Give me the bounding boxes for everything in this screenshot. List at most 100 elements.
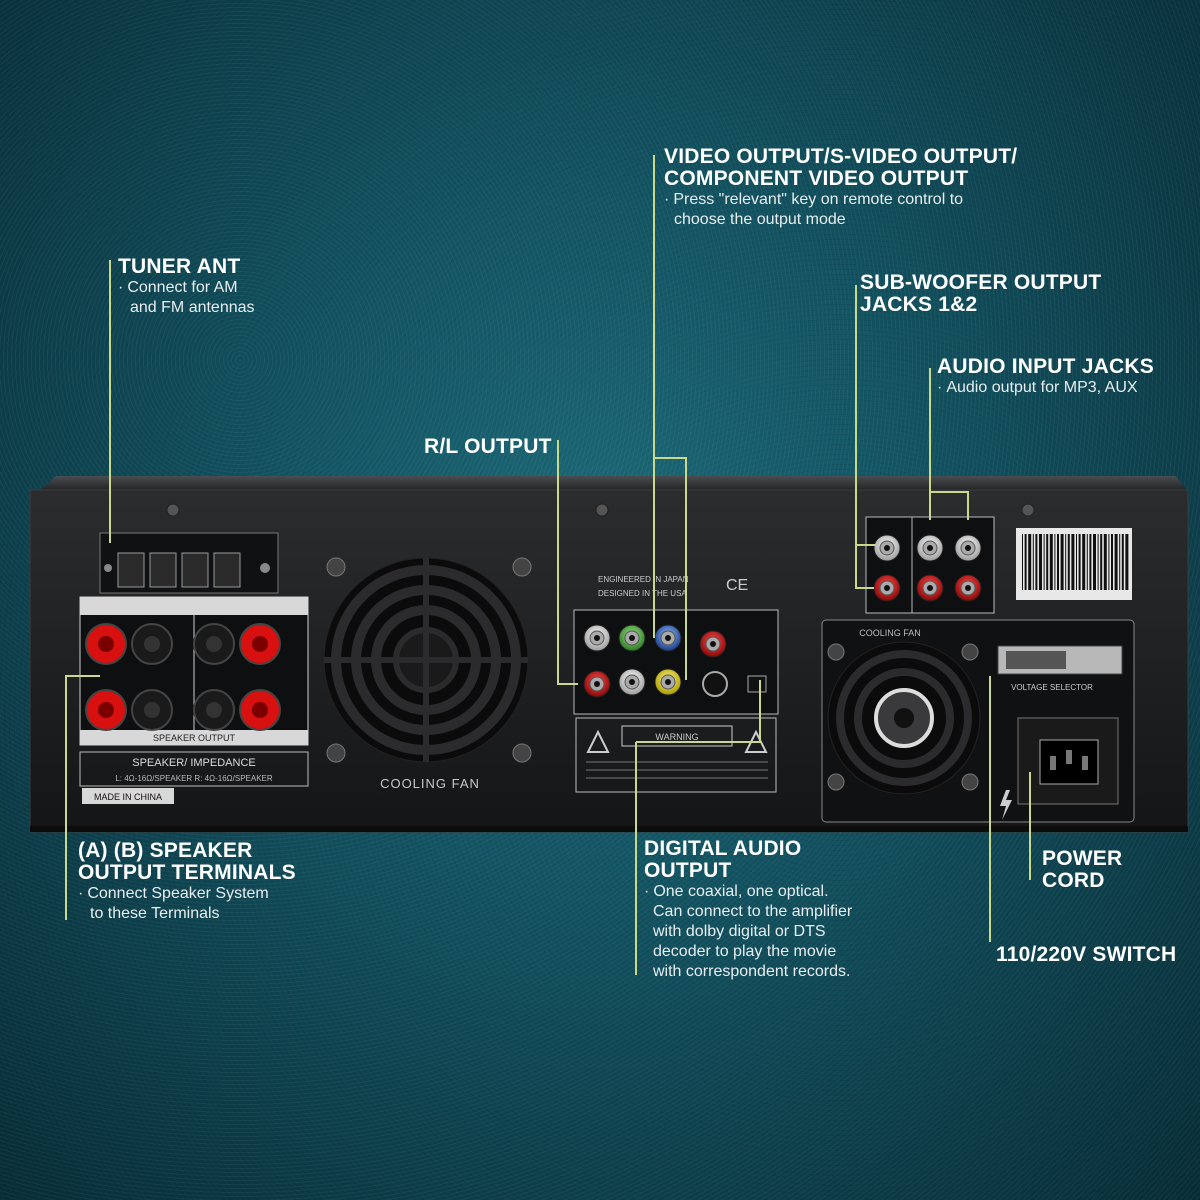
binding-post bbox=[131, 623, 173, 665]
audio-input-heading: AUDIO INPUT JACKS bbox=[937, 355, 1154, 378]
tuner-ant-heading: TUNER ANT bbox=[118, 255, 241, 278]
video-output-heading-1: VIDEO OUTPUT/S-VIDEO OUTPUT/ bbox=[664, 145, 1018, 168]
binding-post bbox=[193, 689, 235, 731]
digital-audio-desc-5: with correspondent records. bbox=[653, 963, 851, 980]
callout-speaker-terminals: (A) (B) SPEAKER OUTPUT TERMINALS ·Connec… bbox=[78, 840, 296, 924]
barcode-bar bbox=[1049, 534, 1053, 590]
voltage-switch-heading: 110/220V SWITCH bbox=[996, 943, 1177, 966]
video-output-heading-2: COMPONENT VIDEO OUTPUT bbox=[664, 167, 969, 190]
speaker-output-text: SPEAKER OUTPUT bbox=[153, 733, 236, 743]
barcode-bar bbox=[1035, 534, 1038, 590]
impedance-spec-text: L: 4Ω-16Ω/SPEAKER R: 4Ω-16Ω/SPEAKER bbox=[115, 774, 273, 783]
leader-rl bbox=[557, 440, 578, 685]
callout-power-cord: POWER CORD bbox=[1042, 848, 1122, 892]
power-cord-heading-1: POWER bbox=[1042, 847, 1123, 870]
digital-audio-desc-4: decoder to play the movie bbox=[653, 943, 837, 960]
callout-lines bbox=[65, 155, 1031, 975]
digital-audio-desc-3: with dolby digital or DTS bbox=[653, 923, 826, 940]
speaker-desc-2: to these Terminals bbox=[90, 905, 220, 922]
speaker-heading-2: OUTPUT TERMINALS bbox=[78, 861, 296, 884]
subwoofer-heading-1: SUB-WOOFER OUTPUT bbox=[860, 271, 1102, 294]
barcode-bar bbox=[1093, 534, 1096, 590]
digital-audio-heading-1: DIGITAL AUDIO bbox=[644, 837, 802, 860]
sub-audio-rca-jacks bbox=[873, 534, 982, 602]
jack-pb bbox=[654, 624, 682, 652]
video-rca-jacks bbox=[583, 624, 767, 698]
barcode-bar bbox=[1032, 534, 1034, 590]
jack-coaxial bbox=[618, 668, 646, 696]
leader-rl-box bbox=[654, 457, 687, 680]
ce-mark: CE bbox=[726, 577, 748, 594]
barcode-bar bbox=[1119, 534, 1121, 590]
barcode-bar bbox=[1111, 534, 1113, 590]
barcode-bar bbox=[1103, 534, 1107, 590]
digital-audio-heading-2: OUTPUT bbox=[644, 859, 732, 882]
barcode-bar bbox=[1039, 534, 1042, 590]
barcode-bar bbox=[1067, 534, 1070, 590]
barcode-bar bbox=[1100, 534, 1103, 590]
binding-post bbox=[239, 689, 281, 731]
callout-rl-output: R/L OUTPUT bbox=[424, 436, 552, 458]
sub-jack-1 bbox=[873, 534, 901, 562]
binding-post bbox=[239, 623, 281, 665]
callout-voltage-switch: 110/220V SWITCH bbox=[996, 944, 1176, 966]
cooling-fan-text: COOLING FAN bbox=[380, 776, 480, 791]
jack-r bbox=[583, 624, 611, 652]
leader-digital-2 bbox=[636, 680, 761, 743]
aux-jack-r bbox=[916, 574, 944, 602]
barcode-bar bbox=[1054, 534, 1056, 590]
tuner-ant-desc-1: ·Connect for AM bbox=[118, 279, 238, 296]
callout-subwoofer: SUB-WOOFER OUTPUT JACKS 1&2 bbox=[860, 272, 1101, 316]
binding-post bbox=[131, 689, 173, 731]
main-cooling-fan: COOLING FAN bbox=[323, 557, 532, 791]
speaker-impedance-label: SPEAKER/ IMPEDANCE L: 4Ω-16Ω/SPEAKER R: … bbox=[79, 751, 309, 804]
barcode-bar bbox=[1089, 534, 1092, 590]
jack-video bbox=[654, 668, 682, 696]
audio-input-desc: ·Audio output for MP3, AUX bbox=[937, 379, 1138, 396]
barcode-bar bbox=[1125, 534, 1129, 590]
barcode-bar bbox=[1060, 534, 1064, 590]
video-output-desc-1: ·Press "relevant" key on remote control … bbox=[664, 191, 964, 208]
barcode-bar bbox=[1082, 534, 1086, 590]
power-section: COOLING FAN VOLTAGE SELECTOR bbox=[821, 619, 1135, 823]
sub-jack-2 bbox=[873, 574, 901, 602]
speaker-binding-posts bbox=[85, 623, 281, 731]
binding-post bbox=[85, 689, 127, 731]
jack-rl bbox=[583, 670, 611, 698]
binding-post bbox=[193, 623, 235, 665]
speaker-desc-1: ·Connect Speaker System bbox=[78, 885, 269, 902]
speaker-impedance-text: SPEAKER/ IMPEDANCE bbox=[132, 757, 255, 769]
made-in-china-text: MADE IN CHINA bbox=[94, 792, 162, 802]
tuner-antenna-terminal bbox=[99, 532, 279, 594]
barcode-bar bbox=[1078, 534, 1081, 590]
jack-pr bbox=[699, 630, 727, 658]
barcode-bar bbox=[1057, 534, 1059, 590]
warning-text: WARNING bbox=[655, 732, 698, 742]
barcode-bar bbox=[1043, 534, 1045, 590]
barcode-bar bbox=[1114, 534, 1118, 590]
digital-audio-desc-1: ·One coaxial, one optical. bbox=[644, 883, 829, 900]
small-cooling-fan-text: COOLING FAN bbox=[859, 628, 921, 638]
jack-optical bbox=[747, 675, 767, 693]
barcode-bar bbox=[1024, 534, 1027, 590]
callout-video-output: VIDEO OUTPUT/S-VIDEO OUTPUT/ COMPONENT V… bbox=[664, 146, 1017, 230]
mp3-jack-l bbox=[954, 534, 982, 562]
video-output-desc-2: choose the output mode bbox=[674, 211, 846, 228]
callout-audio-input: AUDIO INPUT JACKS ·Audio output for MP3,… bbox=[937, 356, 1154, 398]
subwoofer-heading-2: JACKS 1&2 bbox=[860, 293, 978, 316]
engineered-text: ENGINEERED IN JAPAN bbox=[598, 575, 689, 584]
barcode-bar bbox=[1028, 534, 1032, 590]
leader-speaker bbox=[65, 675, 100, 920]
barcode bbox=[1016, 528, 1132, 600]
jack-y bbox=[618, 624, 646, 652]
binding-post bbox=[85, 623, 127, 665]
speaker-heading-1: (A) (B) SPEAKER bbox=[78, 839, 253, 862]
barcode-bar bbox=[1022, 534, 1023, 590]
barcode-bar bbox=[1076, 534, 1077, 590]
barcode-bar bbox=[1121, 534, 1124, 590]
digital-audio-desc-2: Can connect to the amplifier bbox=[653, 903, 853, 920]
barcode-bar bbox=[1097, 534, 1099, 590]
speaker-terminal-panel: SPEAKER OUTPUT bbox=[79, 596, 309, 746]
power-cord-heading-2: CORD bbox=[1042, 869, 1105, 892]
